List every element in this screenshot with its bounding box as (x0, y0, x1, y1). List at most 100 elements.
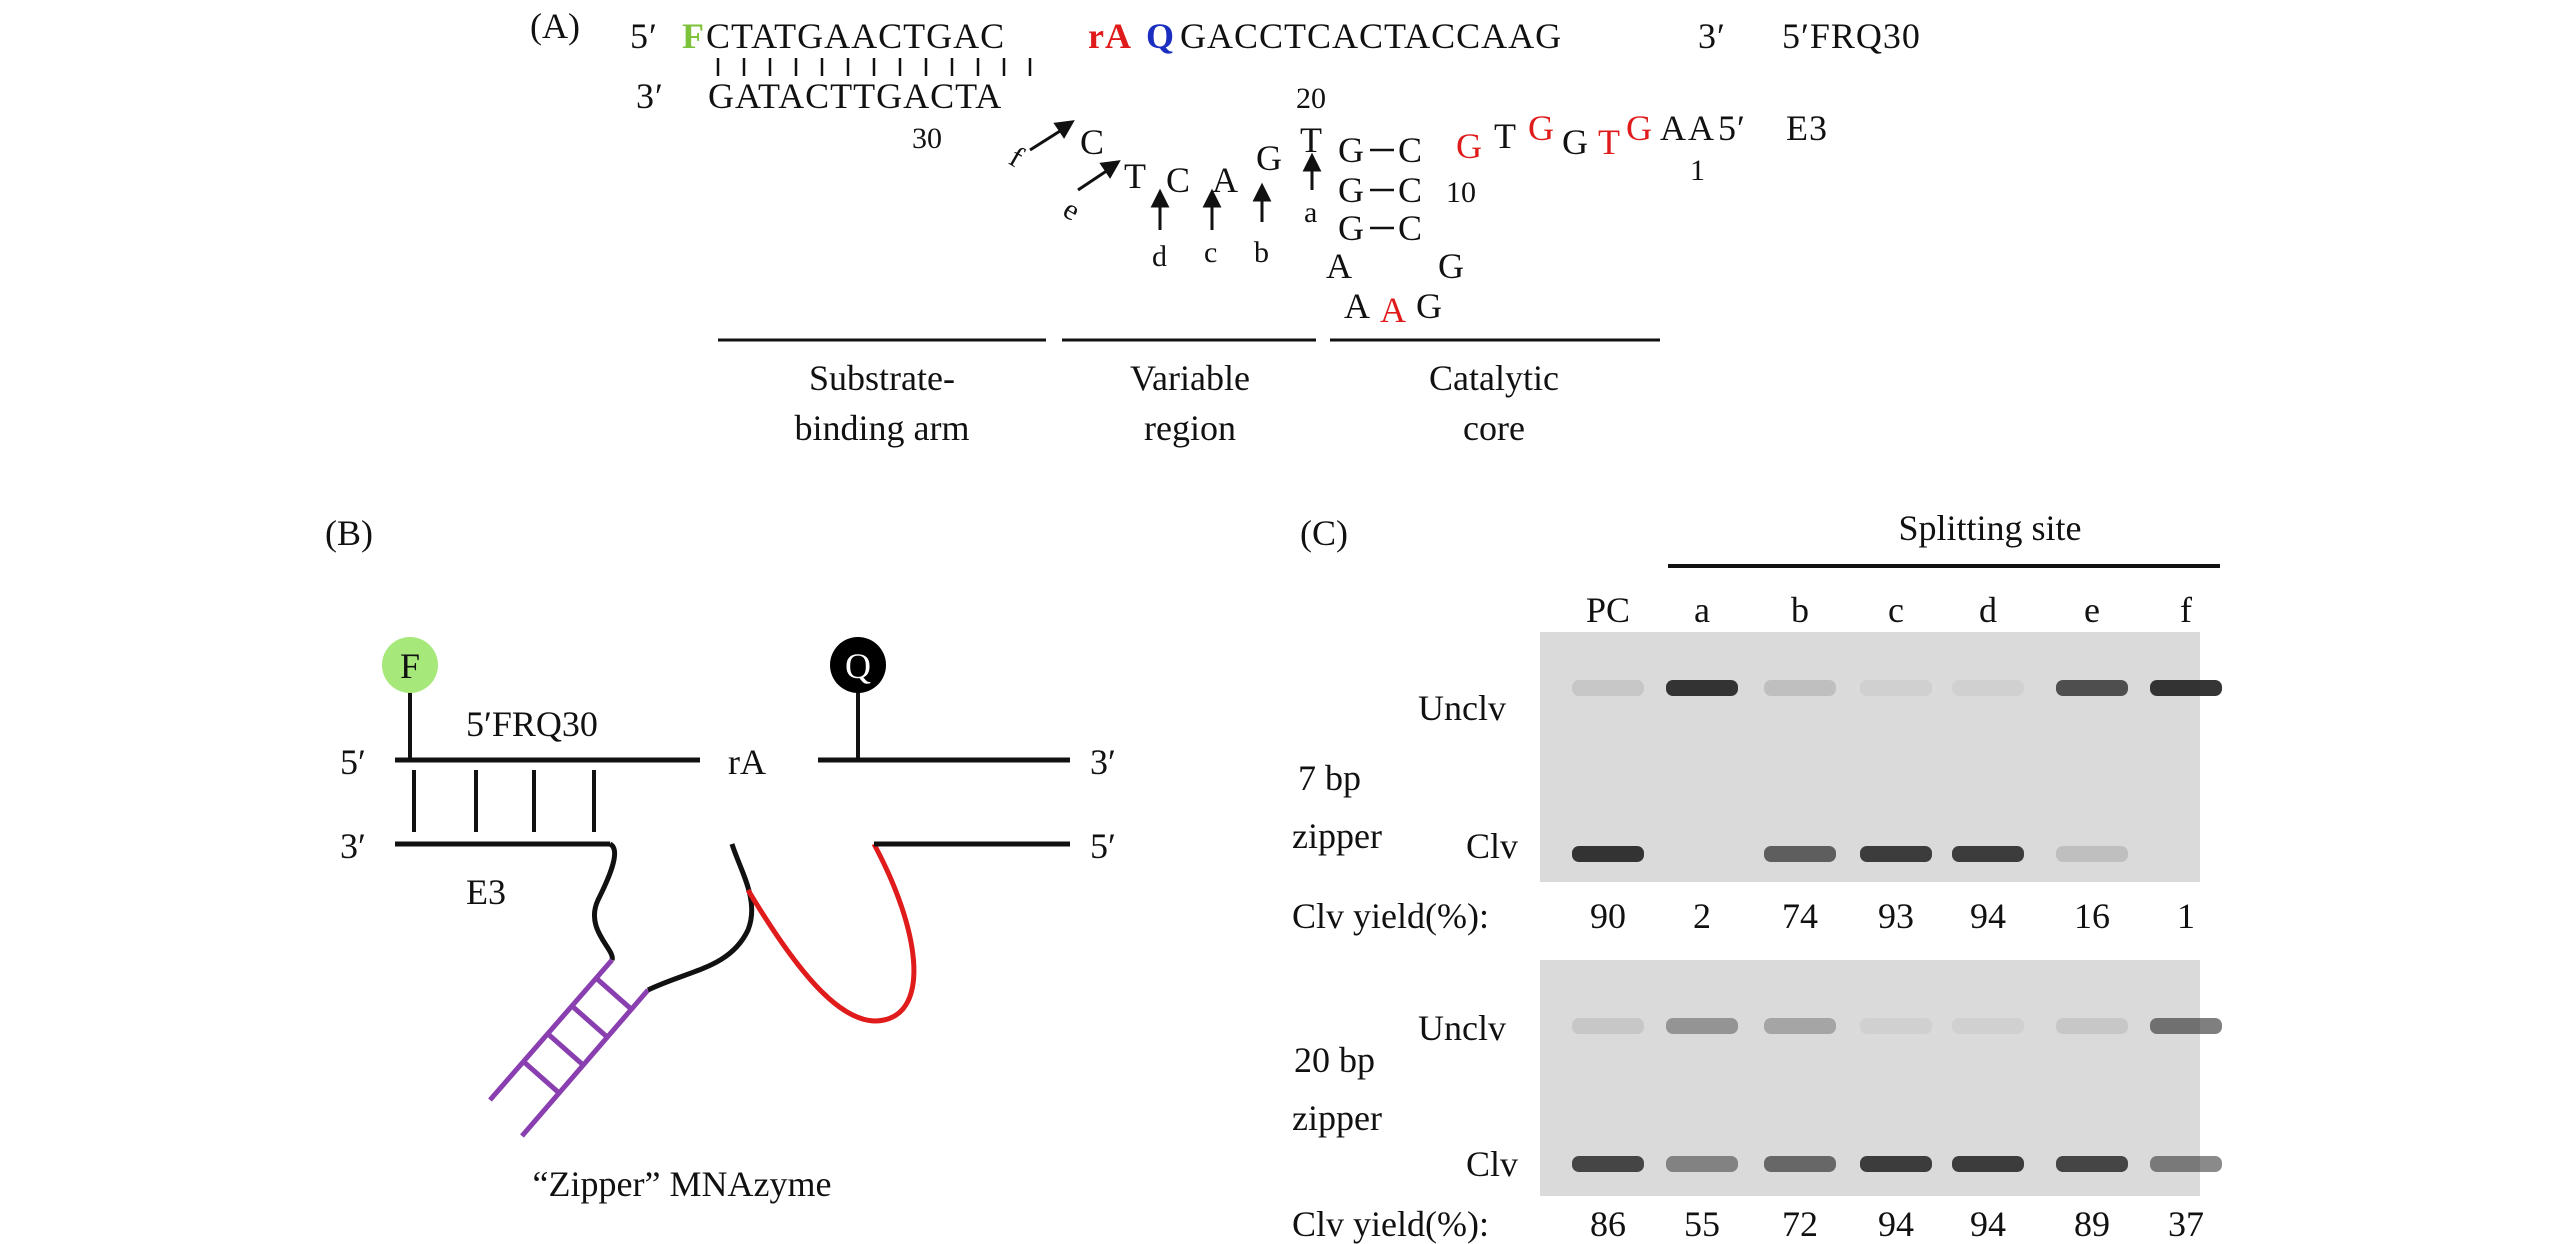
top-five-prime: 5′ (630, 16, 658, 56)
arrow-label-a: a (1304, 196, 1317, 229)
band-clv-PC (1572, 846, 1644, 862)
lane-label-PC: PC (1586, 590, 1630, 630)
gel-7bp (1540, 632, 2200, 882)
tail-G1: G (1456, 126, 1483, 166)
arrow-label-e: e (1058, 192, 1086, 227)
tail-A2: A (1688, 108, 1715, 148)
top-rA-label: rA (1088, 16, 1132, 56)
tail-G2: G (1528, 108, 1555, 148)
lane-label-e: e (2084, 590, 2100, 630)
core-loop-A2: A (1344, 286, 1371, 326)
stem-right-1: C (1398, 130, 1423, 170)
gel1-unclv-label: Unclv (1418, 688, 1506, 728)
bottom-seq: GATACTTGACTA (708, 76, 1002, 116)
top-seq-part2: GACCTCACTACCAAG (1180, 16, 1562, 56)
gel1-name-line2: zipper (1292, 816, 1382, 856)
band-unclv-c (1860, 1018, 1932, 1034)
stem-left-2: G (1338, 170, 1365, 210)
b-five-left: 5′ (340, 742, 366, 782)
b-five-right: 5′ (1090, 826, 1116, 866)
band-unclv-d (1952, 1018, 2024, 1034)
enzyme-name-E3: E3 (1786, 108, 1828, 148)
panel-a: (A) 5′ F CTATGAACTGAC rA Q GACCTCACTACCA… (530, 6, 1920, 448)
lane-label-d: d (1979, 590, 1997, 630)
catalytic-core-loop (745, 842, 917, 1024)
band-unclv-a (1666, 1018, 1738, 1034)
band-clv-f (2150, 1156, 2222, 1172)
arrow-label-c: c (1204, 236, 1217, 269)
region-1-line1: Substrate- (809, 358, 955, 398)
arrow-label-d: d (1152, 240, 1167, 273)
region-2-line1: Variable (1130, 358, 1250, 398)
arrow-label-b: b (1254, 236, 1269, 269)
yield-value-a: 2 (1693, 896, 1711, 936)
lane-label-a: a (1694, 590, 1710, 630)
lane-label-b: b (1791, 590, 1809, 630)
top-seq-part1: CTATGAACTGAC (706, 16, 1005, 56)
gel1-clv-label: Clv (1466, 826, 1518, 866)
stem-left-3: G (1338, 208, 1365, 248)
stem-pair-dashes (1370, 148, 1394, 230)
gel2-name-line1: 20 bp (1294, 1040, 1375, 1080)
loop-T-a: T (1300, 120, 1323, 160)
region-3-line2: core (1463, 408, 1525, 448)
core-loop-A3-red: A (1380, 290, 1407, 330)
yield-value-a: 55 (1684, 1204, 1720, 1244)
arrow-label-f: f (1004, 140, 1029, 174)
splitting-site-header: Splitting site (1898, 508, 2081, 548)
top-Q-label: Q (1146, 16, 1175, 56)
panel-b-label: (B) (325, 513, 373, 553)
E3-left-arm (591, 841, 617, 961)
band-clv-d (1952, 1156, 2024, 1172)
yield-value-c: 94 (1878, 1204, 1914, 1244)
band-unclv-f (2150, 1018, 2222, 1034)
loop-T-e: T (1124, 156, 1147, 196)
base-pair-ticks (716, 58, 1032, 76)
yield-value-PC: 86 (1590, 1204, 1626, 1244)
split-site-arrows (1029, 120, 1322, 230)
yield-value-d: 94 (1970, 1204, 2006, 1244)
band-clv-a (1666, 1156, 1738, 1172)
band-unclv-a (1666, 680, 1738, 696)
region-2-line2: region (1144, 408, 1236, 448)
yield-value-f: 1 (2177, 896, 2195, 936)
tail-T2: T (1598, 122, 1621, 162)
pos-1: 1 (1690, 154, 1705, 187)
band-clv-c (1860, 1156, 1932, 1172)
gel2-yield-label: Clv yield(%): (1292, 1204, 1489, 1244)
bottom-three-prime: 3′ (636, 76, 664, 116)
gel-20bp-bands (1572, 1018, 2222, 1172)
yield-value-e: 16 (2074, 896, 2110, 936)
pos-30: 30 (912, 122, 942, 155)
panel-c-label: (C) (1300, 513, 1348, 553)
rA-label-b: rA (728, 742, 766, 782)
yield-value-b: 74 (1782, 896, 1818, 936)
band-clv-b (1764, 846, 1836, 862)
gel1-yield-label: Clv yield(%): (1292, 896, 1489, 936)
b-three-right: 3′ (1090, 742, 1116, 782)
E3-right-arm (646, 843, 755, 993)
region-1-line2: binding arm (795, 408, 970, 448)
band-unclv-e (2056, 680, 2128, 696)
Q-quencher-circle (830, 637, 886, 693)
yield-value-d: 94 (1970, 896, 2006, 936)
yield-value-b: 72 (1782, 1204, 1818, 1244)
mnazyme-caption: “Zipper” MNAzyme (533, 1164, 832, 1204)
gel2-name-line2: zipper (1292, 1098, 1382, 1138)
band-clv-e (2056, 846, 2128, 862)
zipper-ladder (488, 958, 650, 1138)
F-fluorophore-circle (382, 637, 438, 693)
tail-G3: G (1562, 122, 1589, 162)
band-clv-e (2056, 1156, 2128, 1172)
stem-right-2: C (1398, 170, 1423, 210)
tail-A1: A (1660, 108, 1687, 148)
lane-label-c: c (1888, 590, 1904, 630)
panel-b: (B) F Q 5′FRQ30 rA 5′ 3′ 3′ E3 (325, 513, 1116, 1204)
gel2-clv-label: Clv (1466, 1144, 1518, 1184)
yield-value-e: 89 (2074, 1204, 2110, 1244)
E3-label-b: E3 (466, 872, 506, 912)
band-unclv-f (2150, 680, 2222, 696)
band-clv-c (1860, 846, 1932, 862)
yield-value-PC: 90 (1590, 896, 1626, 936)
